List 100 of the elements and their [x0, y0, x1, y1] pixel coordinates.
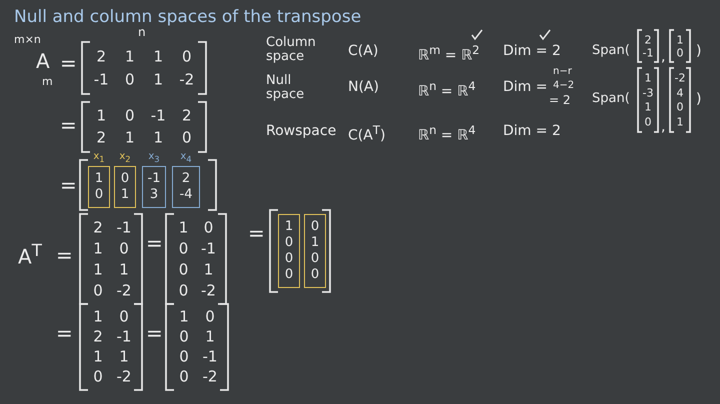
- matrix-entry: -2: [202, 370, 218, 384]
- matrix-entry: -1: [642, 47, 654, 58]
- equals-sign: =: [56, 244, 73, 266]
- equals-sign: =: [60, 52, 77, 74]
- title: Null and column spaces of the transpose: [14, 8, 362, 27]
- math-text: ,: [661, 120, 666, 136]
- matrix-entry: 1: [644, 102, 652, 113]
- matrix-entry: 1: [153, 130, 164, 146]
- matrix-entry: 1: [644, 72, 652, 84]
- matrix-entry: -1: [116, 220, 132, 235]
- math-text: ): [696, 92, 702, 108]
- matrix-entry: 2: [644, 34, 652, 45]
- matrix-entry: -1: [94, 72, 109, 87]
- matrix-entry: 0: [179, 330, 189, 344]
- matrix-entry: 1: [119, 350, 129, 364]
- equals-sign: =: [146, 232, 163, 254]
- matrix-entry: 0: [93, 370, 103, 384]
- matrix-entry: -1: [202, 350, 218, 364]
- row-heading: Column space: [266, 36, 317, 65]
- row-heading: Rowspace: [266, 124, 336, 140]
- math-text: N(A): [348, 80, 379, 96]
- matrix-entry: 0: [182, 130, 192, 146]
- math-text: Dim = 2: [503, 124, 561, 140]
- matrix-entry: 1: [93, 350, 103, 364]
- variable-label: x$_{1}$: [92, 150, 106, 166]
- math-text: C(A): [348, 44, 378, 60]
- matrix-entry: 0: [178, 283, 188, 298]
- matrix-name: A: [36, 50, 50, 72]
- matrix-entry: 1: [204, 262, 214, 277]
- matrix-entry: 0: [182, 49, 192, 64]
- matrix-entry: 0: [178, 262, 188, 277]
- matrix-entry: -2: [201, 283, 216, 298]
- matrix-entry: 0: [119, 310, 129, 324]
- matrix-entry: 1: [93, 310, 103, 324]
- math-text: = 2: [549, 94, 571, 108]
- matrix-entry: 1: [119, 262, 129, 277]
- math-text: ℝ$^{n}$ = ℝ$^{4}$: [418, 80, 476, 100]
- matrix-column: 0 1: [114, 166, 136, 208]
- math-text: Span(: [592, 92, 630, 106]
- matrix-entry: 1: [676, 34, 684, 45]
- dimension-note: m: [42, 76, 53, 88]
- matrix-entry: 0: [204, 220, 214, 235]
- matrix-entry: 0: [124, 72, 135, 87]
- matrix-entry: 1: [96, 108, 106, 124]
- matrix-entry: 0: [119, 241, 129, 256]
- matrix-entry: 2: [93, 220, 103, 235]
- matrix-column: -1 3: [142, 166, 166, 208]
- variable-label: x$_{4}$: [179, 150, 193, 166]
- matrix-entry: 4: [676, 87, 684, 98]
- math-text: 4−2: [553, 80, 574, 91]
- matrix-entry: 0: [676, 47, 684, 58]
- matrix-entry: 1: [124, 130, 135, 146]
- matrix-entry: 1: [153, 72, 164, 87]
- math-text: ℝ$^{n}$ = ℝ$^{4}$: [418, 124, 476, 144]
- math-text: Span(: [592, 44, 630, 58]
- math-text: ℝ$^{m}$ = ℝ$^{2}$: [418, 44, 480, 64]
- matrix-entry: 1: [676, 116, 684, 128]
- math-text: Dim = 2: [503, 44, 561, 60]
- matrix-entry: 0: [179, 370, 189, 384]
- matrix-entry: 2: [96, 49, 106, 64]
- matrix-entry: 1: [153, 49, 164, 64]
- matrix-entry: -2: [116, 370, 132, 384]
- dimension-note: n: [138, 26, 146, 40]
- math-text: ): [696, 44, 702, 60]
- matrix-entry: -2: [116, 283, 132, 298]
- matrix-column: 1 0 0 0: [278, 214, 300, 288]
- equals-sign: =: [60, 174, 77, 196]
- matrix-entry: 1: [178, 220, 188, 235]
- matrix-entry: -2: [179, 72, 194, 87]
- matrix-entry: 0: [178, 241, 188, 256]
- matrix-entry: -2: [674, 72, 686, 84]
- matrix-entry: 0: [644, 116, 652, 128]
- matrix-column: 2 -4: [172, 166, 200, 208]
- matrix-entry: 1: [93, 262, 103, 277]
- math-text: Dim =: [503, 80, 548, 96]
- matrix-entry: -3: [642, 87, 654, 98]
- matrix-entry: 0: [124, 108, 135, 124]
- matrix-entry: 1: [124, 49, 135, 64]
- equals-sign: =: [248, 222, 265, 244]
- matrix-entry: -1: [116, 330, 132, 344]
- matrix-column: 0 1 0 0: [304, 214, 326, 288]
- math-text: n−r: [553, 66, 572, 77]
- matrix-entry: 1: [93, 241, 103, 256]
- matrix-name: A$^{T}$: [18, 242, 42, 268]
- equals-sign: =: [146, 322, 163, 344]
- math-text: C(A$^{T}$): [348, 124, 386, 144]
- matrix-entry: 2: [93, 330, 103, 344]
- math-text: ,: [661, 50, 666, 66]
- variable-label: x$_{2}$: [118, 150, 132, 166]
- matrix-entry: 0: [205, 310, 215, 324]
- matrix-entry: -1: [150, 108, 166, 124]
- matrix-entry: 1: [179, 310, 189, 324]
- equals-sign: =: [60, 114, 77, 136]
- matrix-entry: 2: [96, 130, 106, 146]
- matrix-entry: -1: [201, 241, 216, 256]
- matrix-entry: 1: [205, 330, 215, 344]
- variable-label: x$_{3}$: [147, 150, 161, 166]
- equals-sign: =: [56, 322, 73, 344]
- matrix-entry: 2: [182, 108, 192, 124]
- matrix-entry: 0: [93, 283, 103, 298]
